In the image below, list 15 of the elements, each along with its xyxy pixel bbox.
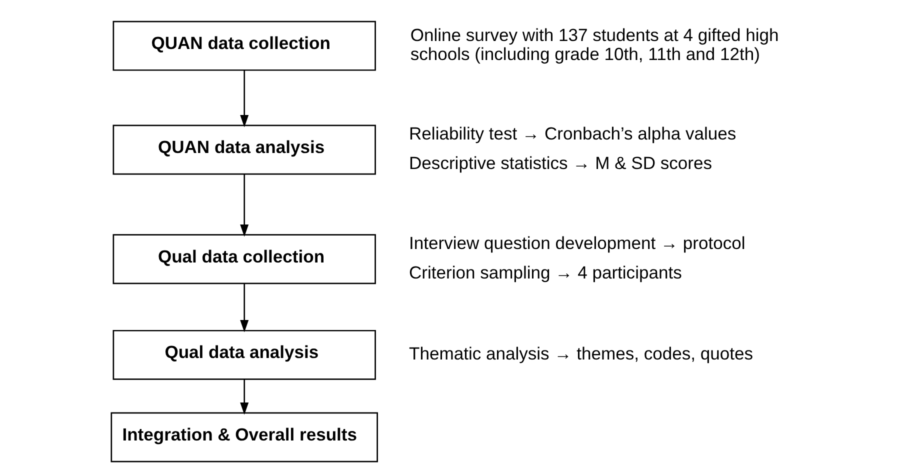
node-label: Online survey with 137 students at 4 gifted high schools (including grade 10th, 11th and 12th): [410, 24, 778, 64]
node-box: QUAN data collection: [112, 20, 376, 71]
arrow: [240, 174, 248, 237]
arrow: [240, 379, 248, 415]
node-box: QUAN data analysis: [112, 124, 376, 175]
arrow: [240, 70, 248, 128]
node-label: Interview question development → protocol: [408, 232, 745, 253]
node-label: Criterion sampling → 4 participants: [408, 262, 682, 283]
node-label: Descriptive statistics → M & SD scores: [408, 153, 712, 174]
node-box: Qual data collection: [112, 234, 376, 284]
node-box: Integration & Overall results: [110, 412, 378, 462]
arrow: [240, 283, 248, 332]
node-label: Thematic analysis → themes, codes, quotes: [408, 344, 752, 364]
node-label: Reliability test → Cronbach’s alpha values: [408, 124, 736, 144]
node-box: Qual data analysis: [112, 330, 376, 380]
